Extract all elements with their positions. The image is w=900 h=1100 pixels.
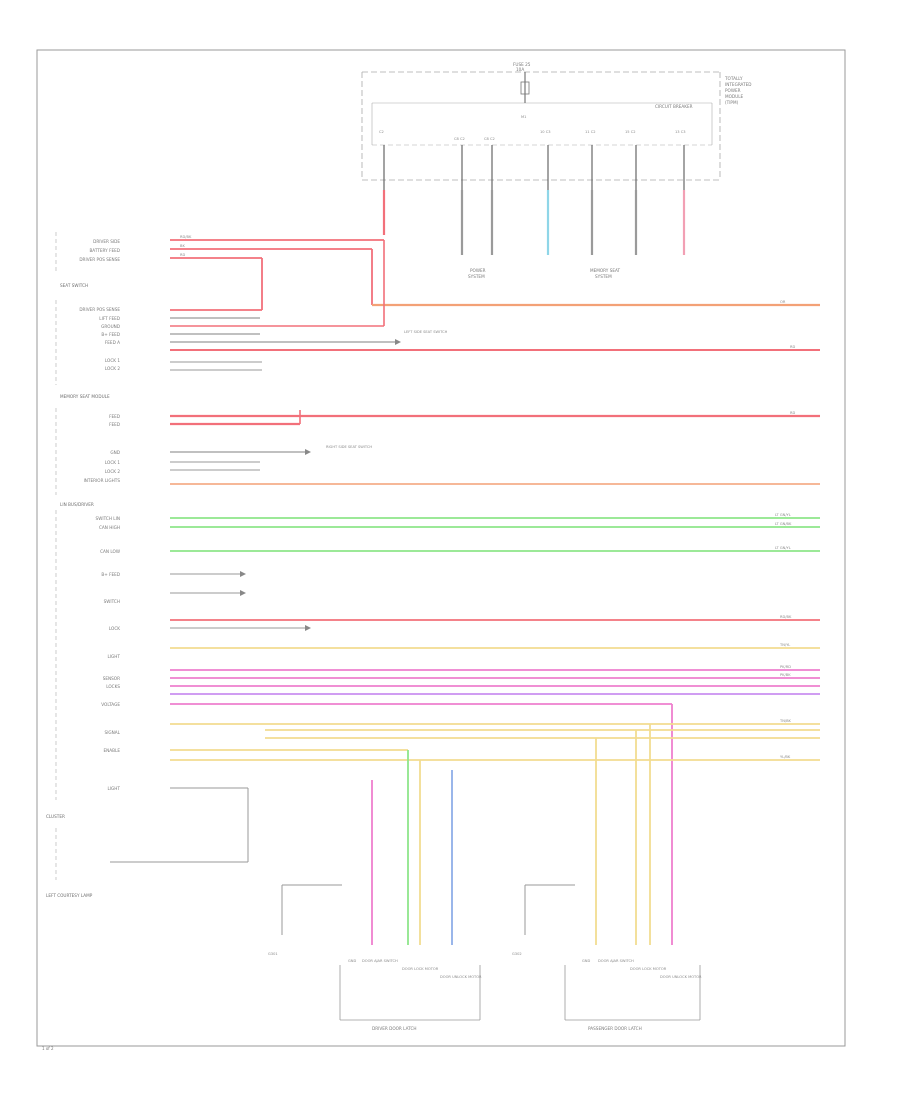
seat-switch-block: DRIVER POS SENSE LIFT FEED GROUND B+ FEE…	[55, 240, 820, 399]
memory-module-header: MEMORY SEAT MODULE	[60, 394, 110, 399]
module-text-4: MODULE	[725, 94, 744, 99]
memory-item-5: LOCK 2	[105, 469, 120, 474]
driver-latch-item-2: DOOR AJAR SWITCH	[362, 959, 398, 963]
wire-tag-5: RD	[790, 345, 795, 349]
seat-switch-header: SEAT SWITCH	[60, 283, 88, 288]
pin-label-2: C8 C2	[454, 137, 465, 141]
right-seat-switch-label: RIGHT SIDE SEAT SWITCH	[326, 445, 372, 449]
junction-label: CIRCUIT BREAKER	[655, 104, 693, 109]
lin-item-10: VOLTAGE	[101, 702, 120, 707]
left-top-item-2: BATTERY FEED	[89, 248, 120, 253]
driver-latch-label: DRIVER DOOR LATCH	[372, 1026, 417, 1031]
wire-tag-9: LT GN/YL	[775, 546, 791, 550]
memory-system-label-1: MEMORY SEAT	[590, 268, 621, 273]
wire-tag-12: PK/RD	[780, 665, 791, 669]
passenger-latch-item-3: DOOR LOCK MOTOR	[630, 967, 667, 971]
lin-bus-header: LIN BUS/DRIVER	[60, 502, 94, 507]
memory-module-block: FEED FEED GND LOCK 1 LOCK 2 INTERIOR LIG…	[55, 408, 820, 495]
driver-latch-item-3: DOOR LOCK MOTOR	[402, 967, 439, 971]
passenger-latch-item-4: DOOR UNLOCK MOTOR	[660, 975, 702, 979]
seat-switch-item-1: DRIVER POS SENSE	[79, 307, 120, 312]
seat-switch-item-2: LIFT FEED	[99, 316, 120, 321]
passenger-latch-item-2: DOOR AJAR SWITCH	[598, 959, 634, 963]
lin-item-7: LIGHT	[107, 654, 120, 659]
seat-switch-item-6: LOCK 1	[105, 358, 120, 363]
footer-id: 1 of 2	[42, 1046, 54, 1051]
memory-item-1: FEED	[109, 414, 120, 419]
wire-tag-4: OR	[780, 300, 786, 304]
module-text-2: INTEGRATED	[725, 82, 752, 87]
power-system-label-1: POWER	[470, 268, 486, 273]
module-text-5: (TIPM)	[725, 100, 739, 105]
left-top-item-3: DRIVER POS SENSE	[79, 257, 120, 262]
wire-tag-11: TN/YL	[779, 643, 790, 647]
tipm-drop-wires	[382, 190, 686, 255]
memory-item-4: LOCK 1	[105, 460, 120, 465]
passenger-latch-item-1: GND	[582, 959, 590, 963]
latch-drop-wires	[371, 724, 651, 945]
wire-tag-8: LT GN/BK	[775, 522, 792, 526]
cluster-label: CLUSTER	[46, 814, 65, 819]
left-block-top: DRIVER SIDE BATTERY FEED DRIVER POS SENS…	[55, 232, 384, 310]
memory-item-3: GND	[110, 450, 120, 455]
left-courtesy-lamp-label: LEFT COURTESY LAMP	[46, 893, 93, 898]
tipm-connector-stubs	[383, 145, 685, 190]
lin-item-11: SIGNAL	[105, 730, 121, 735]
seat-switch-item-5: FEED A	[105, 340, 120, 345]
memory-system-label-2: SYSTEM	[595, 274, 612, 279]
driver-latch-box: G301 DRIVER DOOR LATCH GND DOOR AJAR SWI…	[268, 884, 482, 1031]
wire-tag-14: TN/BK	[779, 719, 792, 723]
lin-item-5: SWITCH	[104, 599, 120, 604]
lin-item-9: LOCKS	[106, 684, 120, 689]
pin-label-4: 10 C3	[540, 130, 551, 134]
wire-tag-15: YL/BK	[780, 755, 791, 759]
power-system-label-2: SYSTEM	[468, 274, 485, 279]
pin-label-5: 11 C2	[585, 130, 596, 134]
pin-label-7: 13 C3	[675, 130, 686, 134]
fuse-sub-label: 10A	[516, 67, 524, 72]
wire-tag-7: LT GN/YL	[775, 513, 791, 517]
seat-switch-item-4: B+ FEED	[101, 332, 120, 337]
lin-item-1: SWITCH LIN	[96, 516, 120, 521]
lin-item-12: ENABLE	[104, 748, 121, 753]
driver-latch-item-4: DOOR UNLOCK MOTOR	[440, 975, 482, 979]
wire-color-tags: RD/BK BK RD OR RD RD LT GN/YL LT GN/BK L…	[180, 235, 795, 759]
wire-tag-3: RD	[180, 253, 185, 257]
tipm-pins: C2 C8 C2 C8 C2 10 C3 11 C2 15 C2 13 C3	[379, 130, 686, 141]
passenger-latch-box: G302 PASSENGER DOOR LATCH GND DOOR AJAR …	[512, 884, 702, 1031]
lin-item-3: CAN LOW	[100, 549, 120, 554]
lin-item-2: CAN HIGH	[99, 525, 120, 530]
fuse-label: FUSE 25	[513, 62, 531, 67]
internal-label: M1	[521, 115, 526, 119]
passenger-ground-label: G302	[512, 952, 522, 956]
pin-label-1: C2	[379, 130, 384, 134]
driver-ground-label: G301	[268, 952, 278, 956]
driver-latch-item-1: GND	[348, 959, 356, 963]
module-text-3: POWER	[725, 88, 741, 93]
lin-item-6: LOCK	[109, 626, 120, 631]
left-seat-switch-label: LEFT SIDE SEAT SWITCH	[404, 330, 448, 334]
passenger-latch-label: PASSENGER DOOR LATCH	[588, 1026, 642, 1031]
wire-tag-1: RD/BK	[180, 235, 192, 239]
wire-tag-13: PK/BK	[780, 673, 791, 677]
module-text-1: TOTALLY	[724, 76, 743, 81]
seat-switch-item-3: GROUND	[101, 324, 120, 329]
left-top-item-1: DRIVER SIDE	[93, 239, 120, 244]
lin-item-8: SENSOR	[103, 676, 120, 681]
wire-tag-6: RD	[790, 411, 795, 415]
memory-item-2: FEED	[109, 422, 120, 427]
lin-item-4: B+ FEED	[101, 572, 120, 577]
seat-switch-item-7: LOCK 2	[105, 366, 120, 371]
lin-bus-block: LIN BUS/DRIVER SWITCH LIN CAN HIGH CAN L…	[55, 502, 820, 945]
tipm-box: FUSE 25 10A TOTALLY INTEGRATED POWER MOD…	[361, 62, 752, 190]
pin-label-3: C8 C2	[484, 137, 495, 141]
wire-tag-2: BK	[180, 244, 185, 248]
memory-item-6: INTERIOR LIGHTS	[84, 478, 121, 483]
pin-label-6: 15 C2	[625, 130, 636, 134]
lin-item-13: LIGHT	[107, 786, 120, 791]
diagram-frame	[36, 49, 846, 1047]
wire-tag-10: RD/BK	[780, 615, 792, 619]
